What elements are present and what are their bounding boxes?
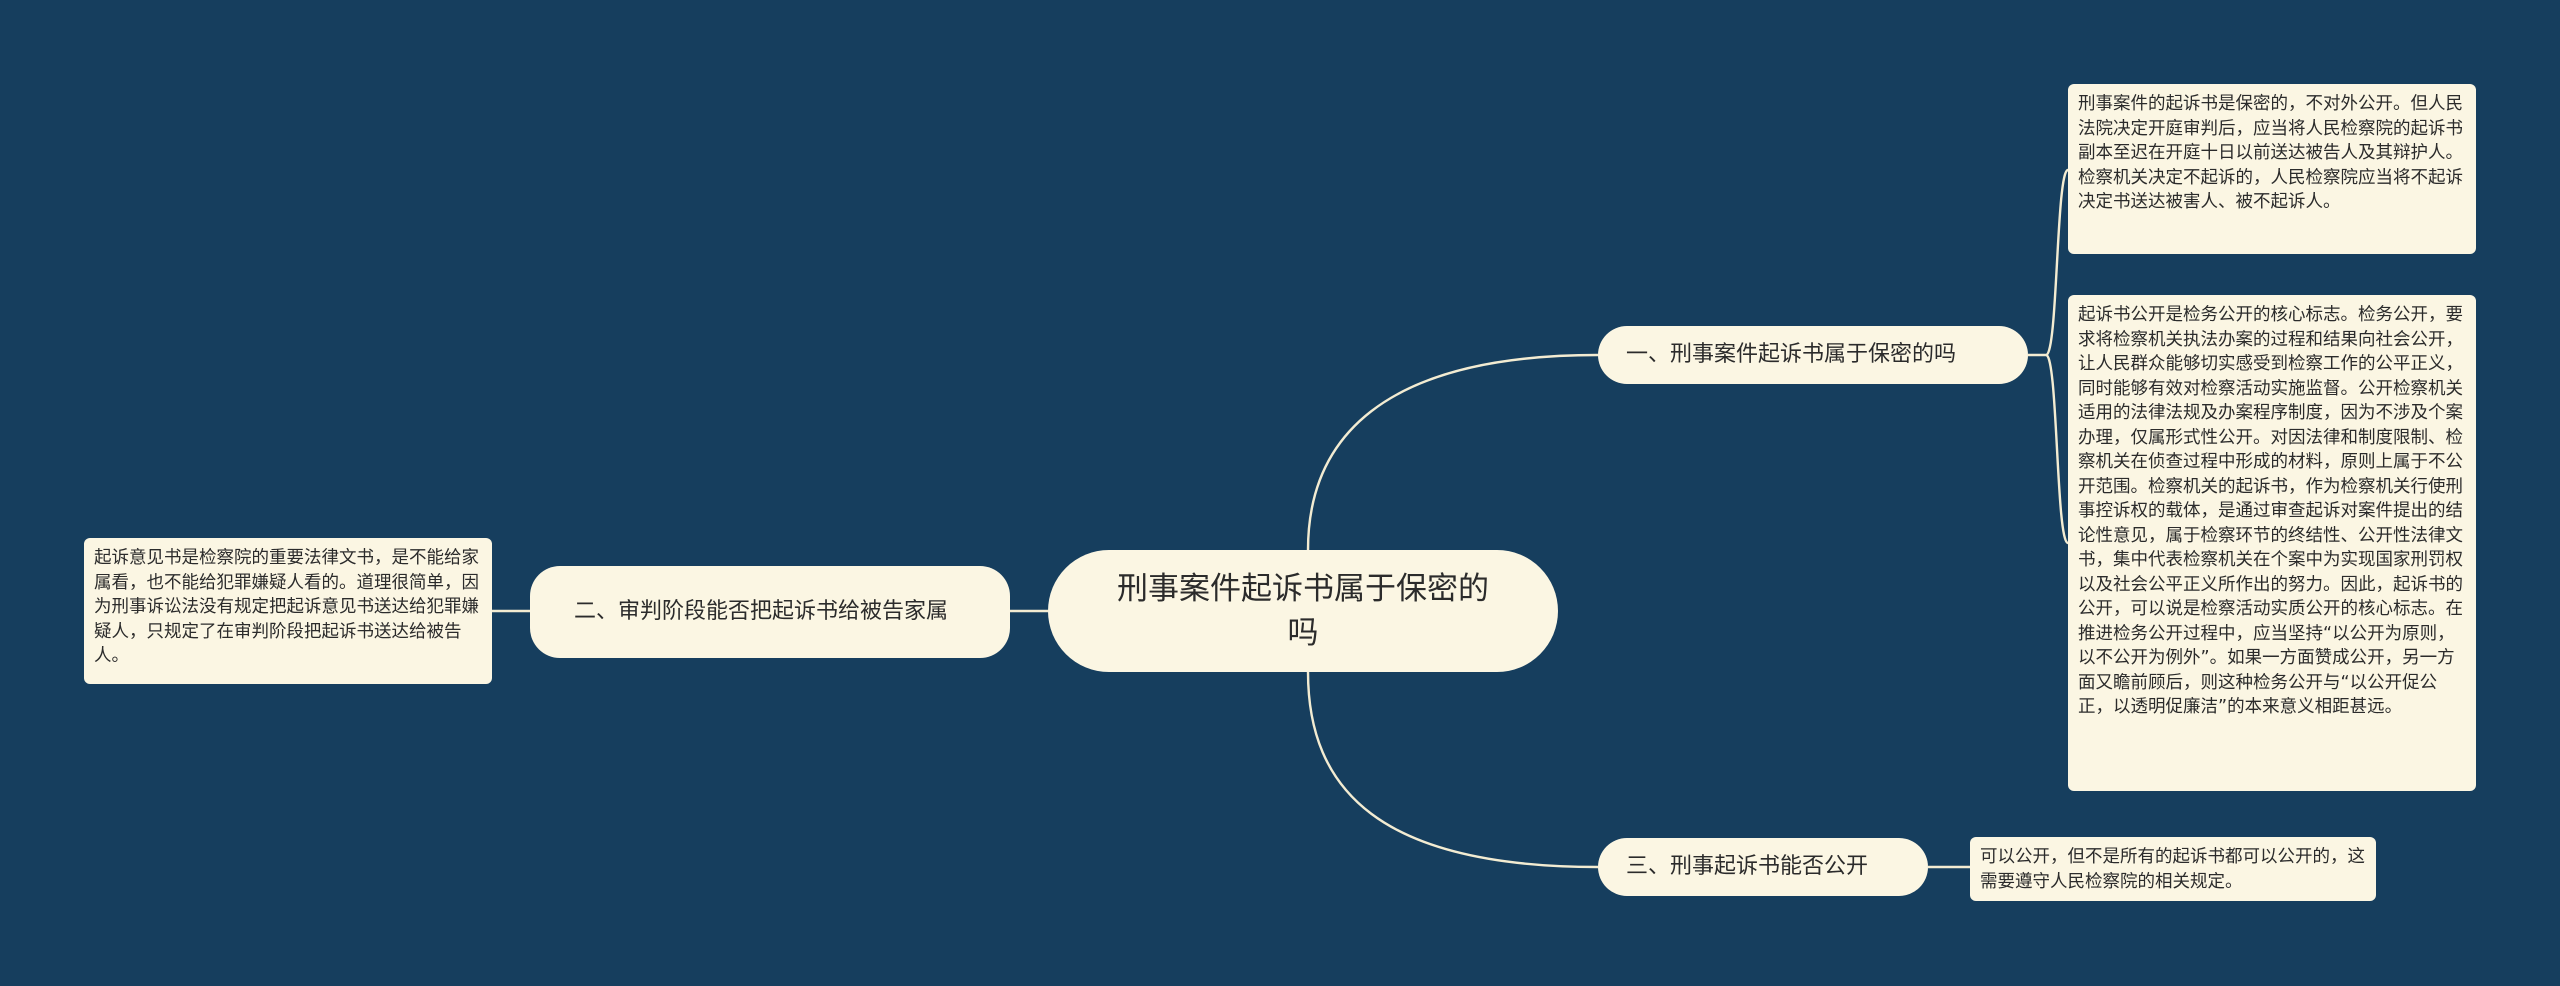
leaf-note-2-text: 起诉意见书是检察院的重要法律文书，是不能给家属看，也不能给犯罪嫌疑人看的。道理很… [94, 548, 479, 666]
branch-topic-2-label: 二、审判阶段能否把起诉书给被告家属 [574, 599, 949, 624]
connector-branch1-leaf1 [2028, 168, 2070, 357]
leaf-note-2[interactable]: 起诉意见书是检察院的重要法律文书，是不能给家属看，也不能给犯罪嫌疑人看的。道理很… [84, 538, 492, 684]
root-topic-label: 刑事案件起诉书属于保密的吗 [1117, 571, 1489, 651]
branch-topic-2[interactable]: 二、审判阶段能否把起诉书给被告家属 [530, 566, 1010, 658]
leaf-note-1b[interactable]: 起诉书公开是检务公开的核心标志。检务公开，要求将检察机关执法办案的过程和结果向社… [2068, 295, 2476, 791]
branch-topic-3-label: 三、刑事起诉书能否公开 [1626, 854, 1869, 879]
leaf-note-1b-text: 起诉书公开是检务公开的核心标志。检务公开，要求将检察机关执法办案的过程和结果向社… [2078, 305, 2463, 717]
connector-branch1-leaf2 [2044, 353, 2070, 545]
connector-root-branch1 [1306, 353, 1599, 551]
branch-topic-1-label: 一、刑事案件起诉书属于保密的吗 [1626, 342, 1957, 367]
leaf-note-3[interactable]: 可以公开，但不是所有的起诉书都可以公开的，这需要遵守人民检察院的相关规定。 [1970, 837, 2376, 901]
branch-topic-3[interactable]: 三、刑事起诉书能否公开 [1598, 838, 1928, 896]
connector-root-branch3 [1306, 671, 1599, 869]
root-topic[interactable]: 刑事案件起诉书属于保密的吗 [1048, 550, 1558, 672]
leaf-note-1a[interactable]: 刑事案件的起诉书是保密的，不对外公开。但人民法院决定开庭审判后，应当将人民检察院… [2068, 84, 2476, 254]
leaf-note-3-text: 可以公开，但不是所有的起诉书都可以公开的，这需要遵守人民检察院的相关规定。 [1980, 847, 2365, 892]
leaf-note-1a-text: 刑事案件的起诉书是保密的，不对外公开。但人民法院决定开庭审判后，应当将人民检察院… [2078, 94, 2463, 212]
branch-topic-1[interactable]: 一、刑事案件起诉书属于保密的吗 [1598, 326, 2028, 384]
